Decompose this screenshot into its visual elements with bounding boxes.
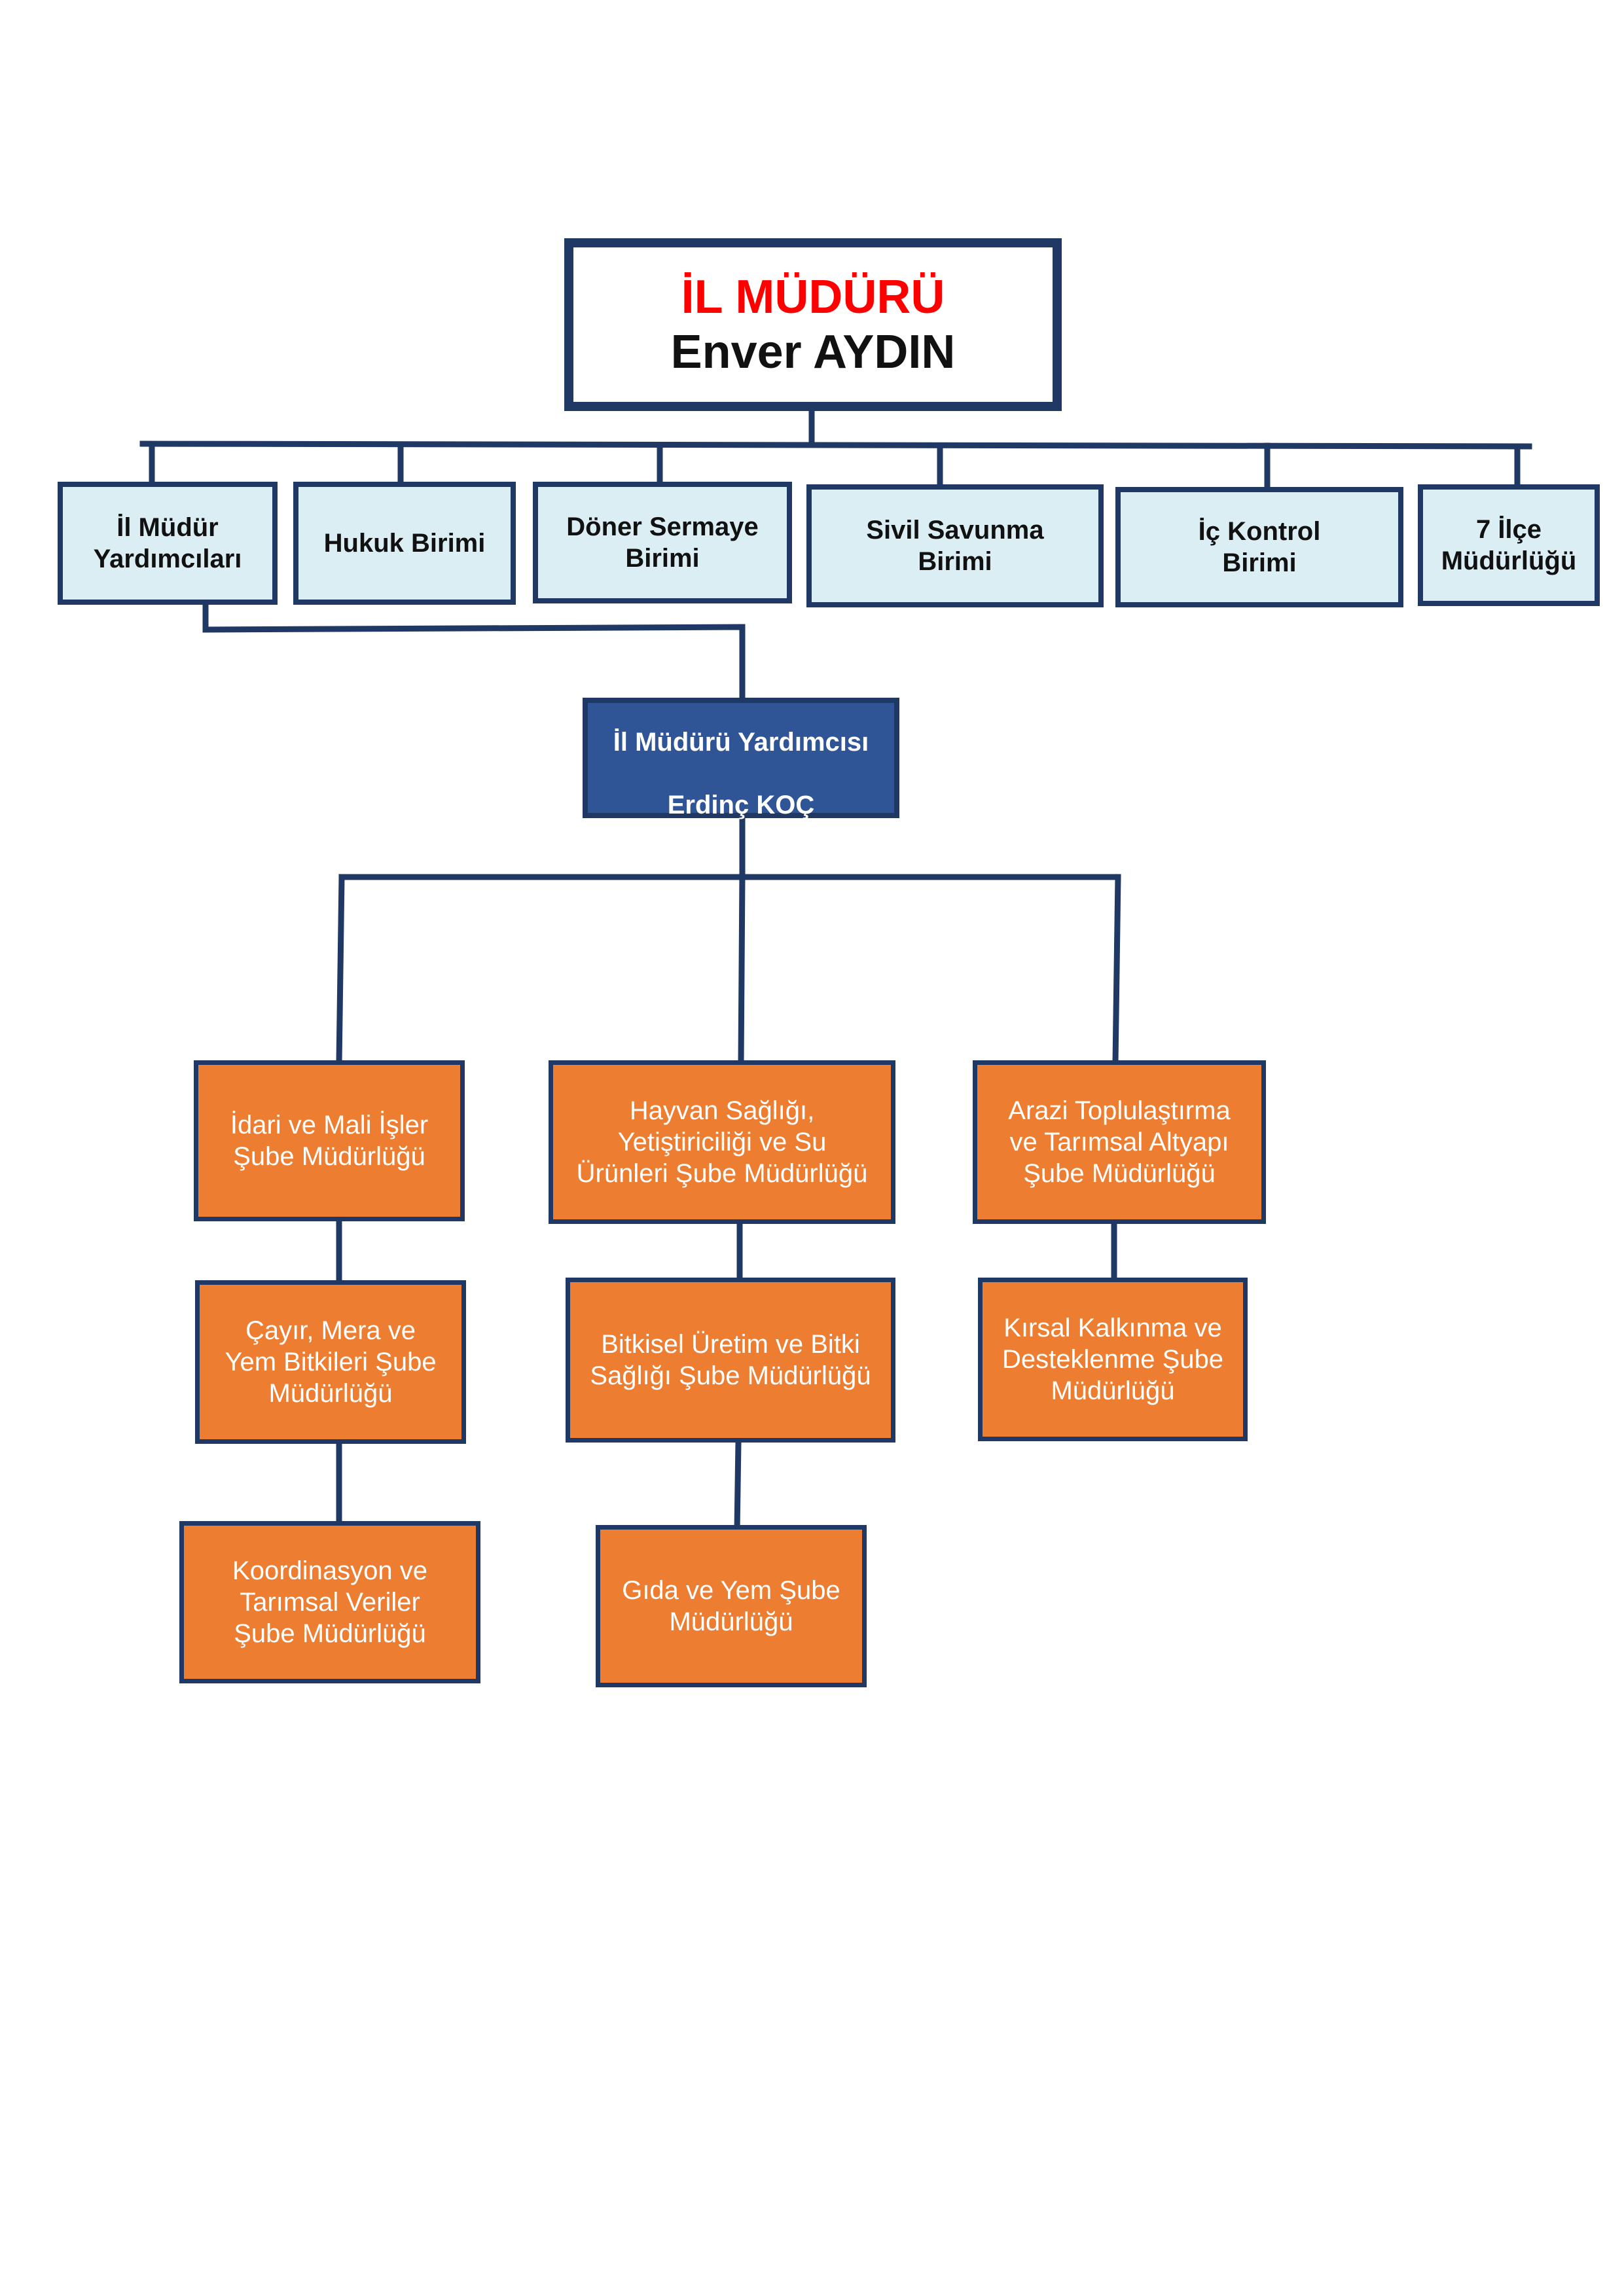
branch-drop-left [336, 874, 345, 1066]
branch-label: Arazi Toplulaştırma ve Tarımsal Altyapı … [1008, 1096, 1231, 1188]
deputy-box: İl Müdürü Yardımcısı Erdinç KOÇ [583, 695, 899, 821]
branch-animal-health: Hayvan Sağlığı, Yetiştiriciliği ve Su Ür… [549, 1060, 895, 1224]
unit-label: Hukuk Birimi [323, 529, 486, 558]
unit-district-directorates: 7 İlçe Müdürlüğü [1418, 484, 1600, 606]
branch-food-feed: Gıda ve Yem Şube Müdürlüğü [596, 1525, 867, 1687]
branch-label: Gıda ve Yem Şube Müdürlüğü [622, 1576, 840, 1636]
branch-drop-right [1112, 874, 1121, 1066]
branch-label: İdari ve Mali İşler Şube Müdürlüğü [230, 1111, 429, 1171]
director-box: İL MÜDÜRÜ Enver AYDIN [564, 238, 1062, 411]
unit-label: Döner Sermaye Birimi [566, 512, 759, 573]
deputy-title: İl Müdürü Yardımcısı [613, 728, 869, 757]
branch-label: Hayvan Sağlığı, Yetiştiriciliği ve Su Ür… [576, 1096, 868, 1188]
branch-drop-center [738, 872, 746, 1067]
branch-land-consolidation: Arazi Toplulaştırma ve Tarımsal Altyapı … [973, 1060, 1266, 1224]
unit-revolving-fund: Döner Sermaye Birimi [533, 482, 792, 603]
unit-label: Sivil Savunma Birimi [866, 516, 1044, 576]
director-title: İL MÜDÜRÜ [681, 271, 945, 323]
branch-coordination-data: Koordinasyon ve Tarımsal Veriler Şube Mü… [179, 1521, 480, 1683]
director-name: Enver AYDIN [670, 326, 956, 378]
unit-civil-defense: Sivil Savunma Birimi [806, 484, 1104, 607]
unit-label: İç Kontrol Birimi [1198, 517, 1321, 577]
units-bus [139, 440, 1532, 450]
branch-plant-production: Bitkisel Üretim ve Bitki Sağlığı Şube Mü… [566, 1278, 895, 1443]
deputy-connector [202, 599, 746, 701]
unit-internal-control: İç Kontrol Birimi [1115, 487, 1403, 607]
branch-pasture-forage: Çayır, Mera ve Yem Bitkileri Şube Müdürl… [195, 1280, 466, 1444]
deputy-name: Erdinç KOÇ [667, 791, 815, 819]
unit-legal: Hukuk Birimi [293, 482, 516, 605]
branch-admin-finance: İdari ve Mali İşler Şube Müdürlüğü [194, 1060, 465, 1221]
unit-label: İl Müdür Yardımcıları [93, 513, 242, 573]
branch-label: Bitkisel Üretim ve Bitki Sağlığı Şube Mü… [590, 1330, 871, 1390]
deputy-label: İl Müdürü Yardımcısı Erdinç KOÇ [613, 695, 869, 821]
branch-label: Çayır, Mera ve Yem Bitkileri Şube Müdürl… [225, 1316, 437, 1408]
branch-label: Koordinasyon ve Tarımsal Veriler Şube Mü… [232, 1556, 427, 1648]
branch-rural-development: Kırsal Kalkınma ve Desteklenme Şube Müdü… [978, 1278, 1248, 1441]
unit-label: 7 İlçe Müdürlüğü [1441, 515, 1577, 575]
branch-label: Kırsal Kalkınma ve Desteklenme Şube Müdü… [1002, 1314, 1223, 1405]
unit-deputy-managers: İl Müdür Yardımcıları [58, 482, 278, 605]
center-chain-2 [734, 1439, 742, 1535]
